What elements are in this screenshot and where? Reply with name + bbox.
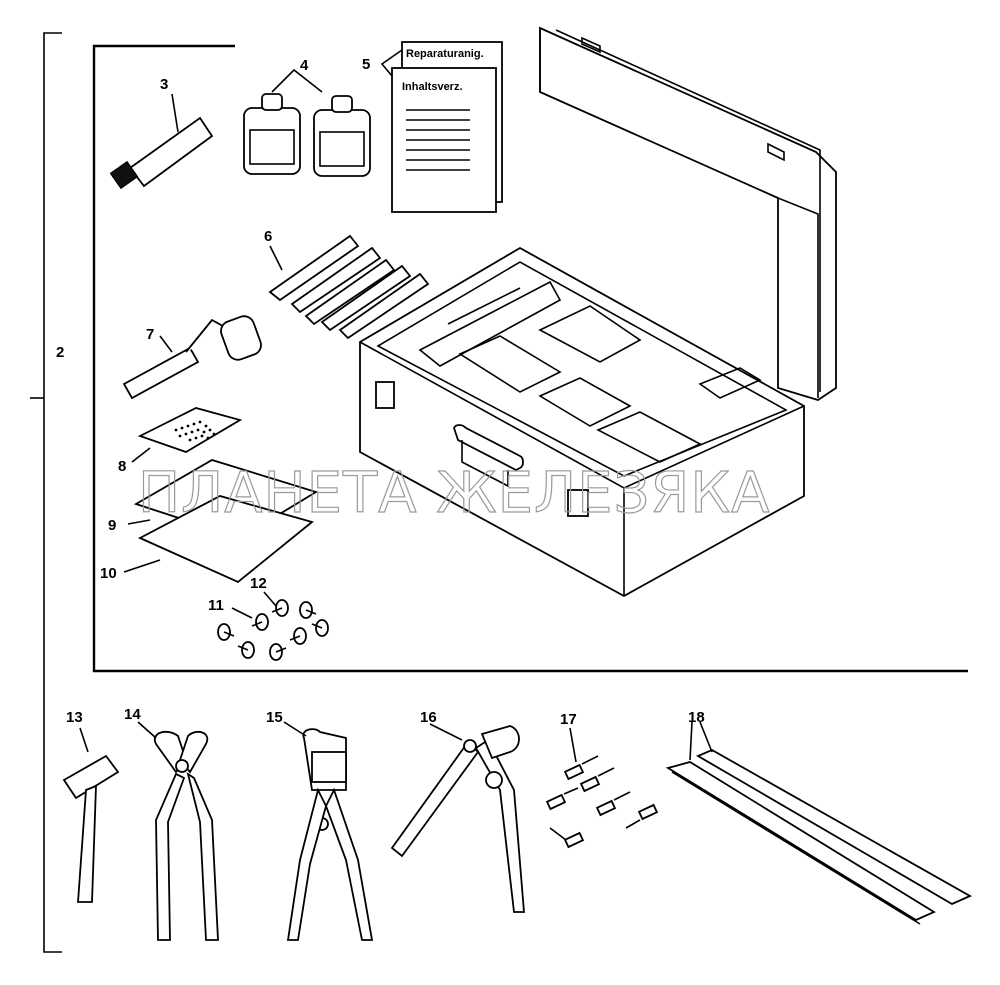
fastener-pins — [545, 727, 659, 849]
callout-18: 18 — [688, 709, 705, 726]
mallet — [62, 727, 120, 903]
crimping-tool — [390, 723, 525, 913]
callout-2: 2 — [56, 344, 64, 361]
callout-labels: 2 3 4 5 6 7 8 9 10 11 12 13 14 15 16 17 … — [56, 56, 705, 728]
cement-jars — [243, 68, 371, 177]
tool-case — [359, 26, 837, 598]
rivet-pliers — [283, 721, 374, 941]
repair-documents: Reparaturanig. Inhaltsverz. — [380, 41, 503, 213]
end-cutter-pincers — [137, 721, 219, 941]
callout-4: 4 — [300, 57, 309, 74]
callout-7: 7 — [146, 326, 154, 343]
callout-6: 6 — [264, 228, 272, 245]
outer-bracket — [30, 32, 62, 953]
callout-3: 3 — [160, 76, 168, 93]
callout-8: 8 — [118, 458, 126, 475]
callout-14: 14 — [124, 706, 141, 723]
trim-strips — [665, 721, 972, 925]
inner-frame — [92, 44, 968, 673]
watermark-text: ПЛАНЕТА ЖЕЛЕЗЯКА — [138, 461, 770, 526]
mesh-patch — [131, 407, 243, 463]
pressure-roller — [122, 315, 262, 400]
glue-tube — [109, 93, 214, 190]
callout-10: 10 — [100, 565, 117, 582]
doc-back-title: Reparaturanig. — [406, 48, 484, 60]
callout-11: 11 — [208, 597, 224, 614]
doc-front-title: Inhaltsverz. — [402, 81, 463, 93]
callout-9: 9 — [108, 517, 116, 534]
callout-12: 12 — [250, 575, 267, 592]
callout-17: 17 — [560, 711, 577, 728]
brushes — [268, 234, 430, 340]
rubber-sheets — [123, 459, 319, 584]
rivets — [217, 591, 329, 661]
callout-16: 16 — [420, 709, 437, 726]
callout-15: 15 — [266, 709, 283, 726]
callout-13: 13 — [66, 709, 83, 726]
callout-5: 5 — [362, 56, 370, 73]
